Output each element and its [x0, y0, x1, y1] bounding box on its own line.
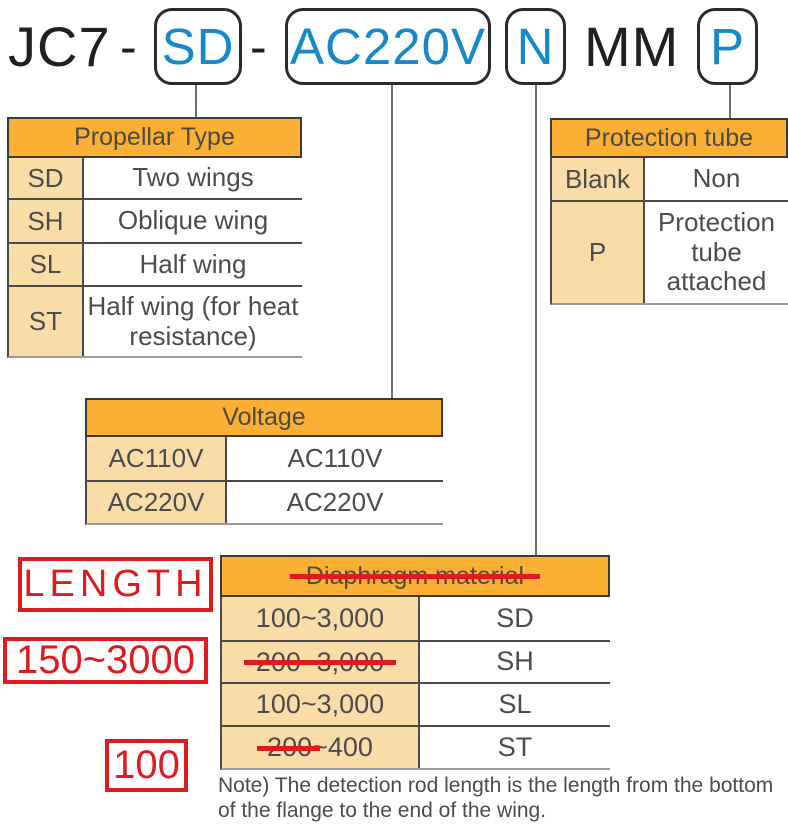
- propellar-type-header: Propellar Type: [7, 117, 302, 158]
- annotation-length-range: 150~3000: [3, 637, 208, 684]
- table-row: ST Half wing (for heat resistance): [9, 285, 302, 356]
- table-row: SL Half wing: [9, 242, 302, 285]
- table-row: 100~3,000 SD: [222, 597, 610, 640]
- desc-cell: Oblique wing: [84, 200, 302, 242]
- table-row: Blank Non: [552, 158, 788, 200]
- struck-title: Diaphragm material: [289, 561, 541, 590]
- voltage-header: Voltage: [85, 398, 443, 437]
- code-cell: SH: [420, 642, 610, 682]
- range-cell: 200~3,000: [222, 642, 420, 682]
- table-row: 200~3,000 SH: [222, 640, 610, 682]
- code-segment-series: JC7: [8, 15, 111, 78]
- code-box-protection: P: [697, 8, 758, 85]
- desc-cell: Half wing: [84, 244, 302, 285]
- note-text: Note) The detection rod length is the le…: [218, 774, 774, 823]
- code-cell: SL: [420, 684, 610, 725]
- desc-cell: AC110V: [227, 437, 443, 480]
- desc-cell: Two wings: [84, 158, 302, 198]
- protection-tube-table: Protection tube Blank Non P Protection t…: [550, 118, 788, 305]
- connector-protection-line: [729, 85, 731, 118]
- code-cell: SD: [9, 158, 84, 198]
- code-separator-2: -: [250, 18, 268, 75]
- desc-cell: AC220V: [227, 482, 443, 523]
- code-separator-1: -: [120, 18, 138, 75]
- protection-tube-header: Protection tube: [550, 118, 788, 158]
- code-cell: P: [552, 202, 645, 303]
- range-cell: 100~3,000: [222, 597, 420, 640]
- connector-voltage-line: [391, 85, 393, 398]
- diaphragm-material-header: Diaphragm material: [220, 555, 610, 597]
- code-cell: AC220V: [87, 482, 227, 523]
- diaphragm-material-table: Diaphragm material 100~3,000 SD 200~3,00…: [220, 555, 610, 770]
- table-row: 100~3,000 SL: [222, 682, 610, 725]
- connector-diaphragm-line: [535, 85, 537, 555]
- struck-range-part: 200: [257, 732, 321, 762]
- table-row: AC110V AC110V: [87, 437, 443, 480]
- range-cell: 100~3,000: [222, 684, 420, 725]
- struck-range: 200~3,000: [243, 646, 397, 677]
- table-row: P Protection tube attached: [552, 200, 788, 303]
- table-row: SD Two wings: [9, 158, 302, 198]
- code-cell: AC110V: [87, 437, 227, 480]
- desc-cell: Non: [645, 158, 788, 200]
- range-cell: 200~400: [222, 727, 420, 768]
- code-box-voltage: AC220V: [285, 8, 491, 85]
- code-cell: SH: [9, 200, 84, 242]
- code-segment-length-unit: MM: [584, 15, 680, 78]
- code-cell: ST: [420, 727, 610, 768]
- propellar-type-table: Propellar Type SD Two wings SH Oblique w…: [7, 117, 302, 358]
- annotation-length-label: LENGTH: [18, 557, 213, 612]
- table-row: 200~400 ST: [222, 725, 610, 768]
- annotation-length-min: 100: [105, 739, 188, 792]
- code-box-propellar-type: SD: [154, 8, 242, 85]
- table-row: SH Oblique wing: [9, 198, 302, 242]
- table-row: AC220V AC220V: [87, 480, 443, 523]
- code-cell: SD: [420, 597, 610, 640]
- desc-cell: Half wing (for heat resistance): [84, 287, 302, 356]
- code-cell: Blank: [552, 158, 645, 200]
- voltage-table: Voltage AC110V AC110V AC220V AC220V: [85, 398, 443, 525]
- range-rest: ~400: [312, 732, 373, 762]
- desc-cell: Protection tube attached: [645, 202, 788, 303]
- code-cell: SL: [9, 244, 84, 285]
- connector-propellar-line: [195, 85, 197, 118]
- code-cell: ST: [9, 287, 84, 356]
- code-box-material: N: [505, 8, 566, 85]
